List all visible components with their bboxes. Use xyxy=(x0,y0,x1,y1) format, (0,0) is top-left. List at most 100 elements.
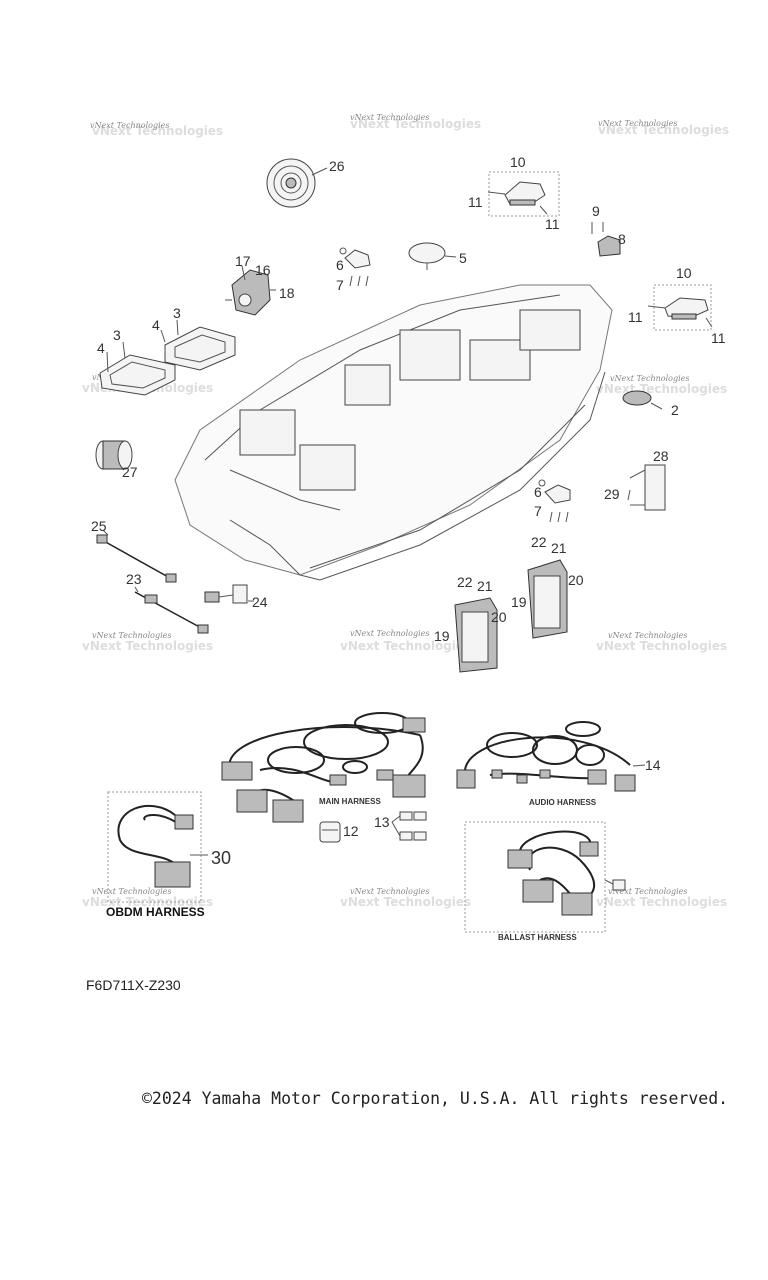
part-16-bracket xyxy=(225,269,276,316)
part-12-relay xyxy=(319,821,341,843)
watermark-ghost: vNext Technologies xyxy=(92,124,223,138)
callout-6: 6 xyxy=(534,484,542,500)
part-25-cable xyxy=(96,534,177,583)
callout-12: 12 xyxy=(343,823,359,839)
callout-9: 9 xyxy=(592,203,600,219)
callout-4: 4 xyxy=(97,340,105,356)
callout-6: 6 xyxy=(336,257,344,273)
callout-3: 3 xyxy=(173,305,181,321)
leader-lines xyxy=(102,265,646,856)
part-2-drain xyxy=(622,390,663,410)
part-6-sensor-lower xyxy=(538,479,571,523)
watermark-ghost: vNext Technologies xyxy=(350,117,481,131)
callout-22: 22 xyxy=(531,534,547,550)
callout-13: 13 xyxy=(374,814,390,830)
part-5-antenna xyxy=(408,242,457,270)
boat-hull xyxy=(174,284,613,581)
part-6-sensor-upper xyxy=(339,247,371,287)
callout-26: 26 xyxy=(329,158,345,174)
audio-harness xyxy=(456,721,636,792)
part-10-light-right xyxy=(647,284,713,331)
callout-7: 7 xyxy=(534,503,542,519)
callout-21: 21 xyxy=(477,578,493,594)
watermark-text: vNext Technologies xyxy=(92,887,171,896)
callout-30: 30 xyxy=(211,848,231,868)
ballast-harness-label: BALLAST HARNESS xyxy=(498,933,577,942)
callout-20: 20 xyxy=(568,572,584,588)
watermark-ghost: vNext Technologies xyxy=(340,895,471,909)
callout-24: 24 xyxy=(252,594,268,610)
watermark-ghost: vNext Technologies xyxy=(82,639,213,653)
part-28-plate xyxy=(629,464,666,511)
watermark-text: vNext Technologies xyxy=(608,631,687,640)
copyright-notice: ©2024 Yamaha Motor Corporation, U.S.A. A… xyxy=(142,1089,729,1108)
watermark-text: vNext Technologies xyxy=(608,887,687,896)
audio-harness-label: AUDIO HARNESS xyxy=(529,798,597,807)
callout-8: 8 xyxy=(618,231,626,247)
main-harness xyxy=(221,712,426,823)
part-3-tray-left xyxy=(99,354,176,396)
callout-11: 11 xyxy=(711,330,726,346)
watermark-ghost: vNext Technologies xyxy=(340,639,471,653)
callout-21: 21 xyxy=(551,540,567,556)
obdm-harness-label: OBDM HARNESS xyxy=(106,905,205,919)
callout-19: 19 xyxy=(511,594,527,610)
callout-7: 7 xyxy=(336,277,344,293)
callout-3: 3 xyxy=(113,327,121,343)
watermark-ghost: vNext Technologies xyxy=(598,123,729,137)
watermark-ghost: vNext Technologies xyxy=(596,639,727,653)
callout-20: 20 xyxy=(491,609,507,625)
callout-17: 17 xyxy=(235,253,251,269)
callout-11: 11 xyxy=(628,309,643,325)
watermark-text: vNext Technologies xyxy=(90,121,169,130)
watermark-text: vNext Technologies xyxy=(598,119,677,128)
watermark-text: vNext Technologies xyxy=(610,374,689,383)
main-harness-label: MAIN HARNESS xyxy=(319,797,381,806)
callout-16: 16 xyxy=(255,262,271,278)
watermark-text: vNext Technologies xyxy=(350,113,429,122)
ballast-harness xyxy=(464,821,626,933)
callouts: 26 10 11 11 9 8 5 6 7 17 16 18 3 4 3 4 1… xyxy=(91,154,726,868)
diagram-code: F6D711X-Z230 xyxy=(86,977,181,993)
part-13-connectors xyxy=(391,811,427,841)
part-23-cable xyxy=(134,591,209,634)
part-24-connector xyxy=(204,584,254,604)
part-26-speaker-grille xyxy=(266,158,328,208)
callout-19: 19 xyxy=(434,628,450,644)
callout-27: 27 xyxy=(122,464,138,480)
callout-5: 5 xyxy=(459,250,467,266)
callout-11: 11 xyxy=(468,194,483,210)
part-27-fitting xyxy=(95,440,133,470)
callout-18: 18 xyxy=(279,285,295,301)
part-19-panel-right xyxy=(527,559,568,639)
harness-labels: MAIN HARNESS AUDIO HARNESS BALLAST HARNE… xyxy=(106,797,597,942)
callout-28: 28 xyxy=(653,448,669,464)
watermark-text: vNext Technologies xyxy=(92,631,171,640)
callout-23: 23 xyxy=(126,571,142,587)
callout-22: 22 xyxy=(457,574,473,590)
part-10-light-top xyxy=(487,171,560,217)
watermark-text: vNext Technologies xyxy=(350,629,429,638)
part-3-tray-right xyxy=(164,326,236,371)
callout-10: 10 xyxy=(510,154,526,170)
callout-25: 25 xyxy=(91,518,107,534)
obdm-harness xyxy=(107,791,202,903)
callout-11: 11 xyxy=(545,216,560,232)
watermark-ghost: vNext Technologies xyxy=(596,895,727,909)
callout-4: 4 xyxy=(152,317,160,333)
watermark-ghost: vNext Technologies xyxy=(596,382,727,396)
part-19-panel-left xyxy=(454,597,498,673)
part-8-switch xyxy=(591,222,621,257)
watermark-text: vNext Technologies xyxy=(350,887,429,896)
callout-2: 2 xyxy=(671,402,679,418)
